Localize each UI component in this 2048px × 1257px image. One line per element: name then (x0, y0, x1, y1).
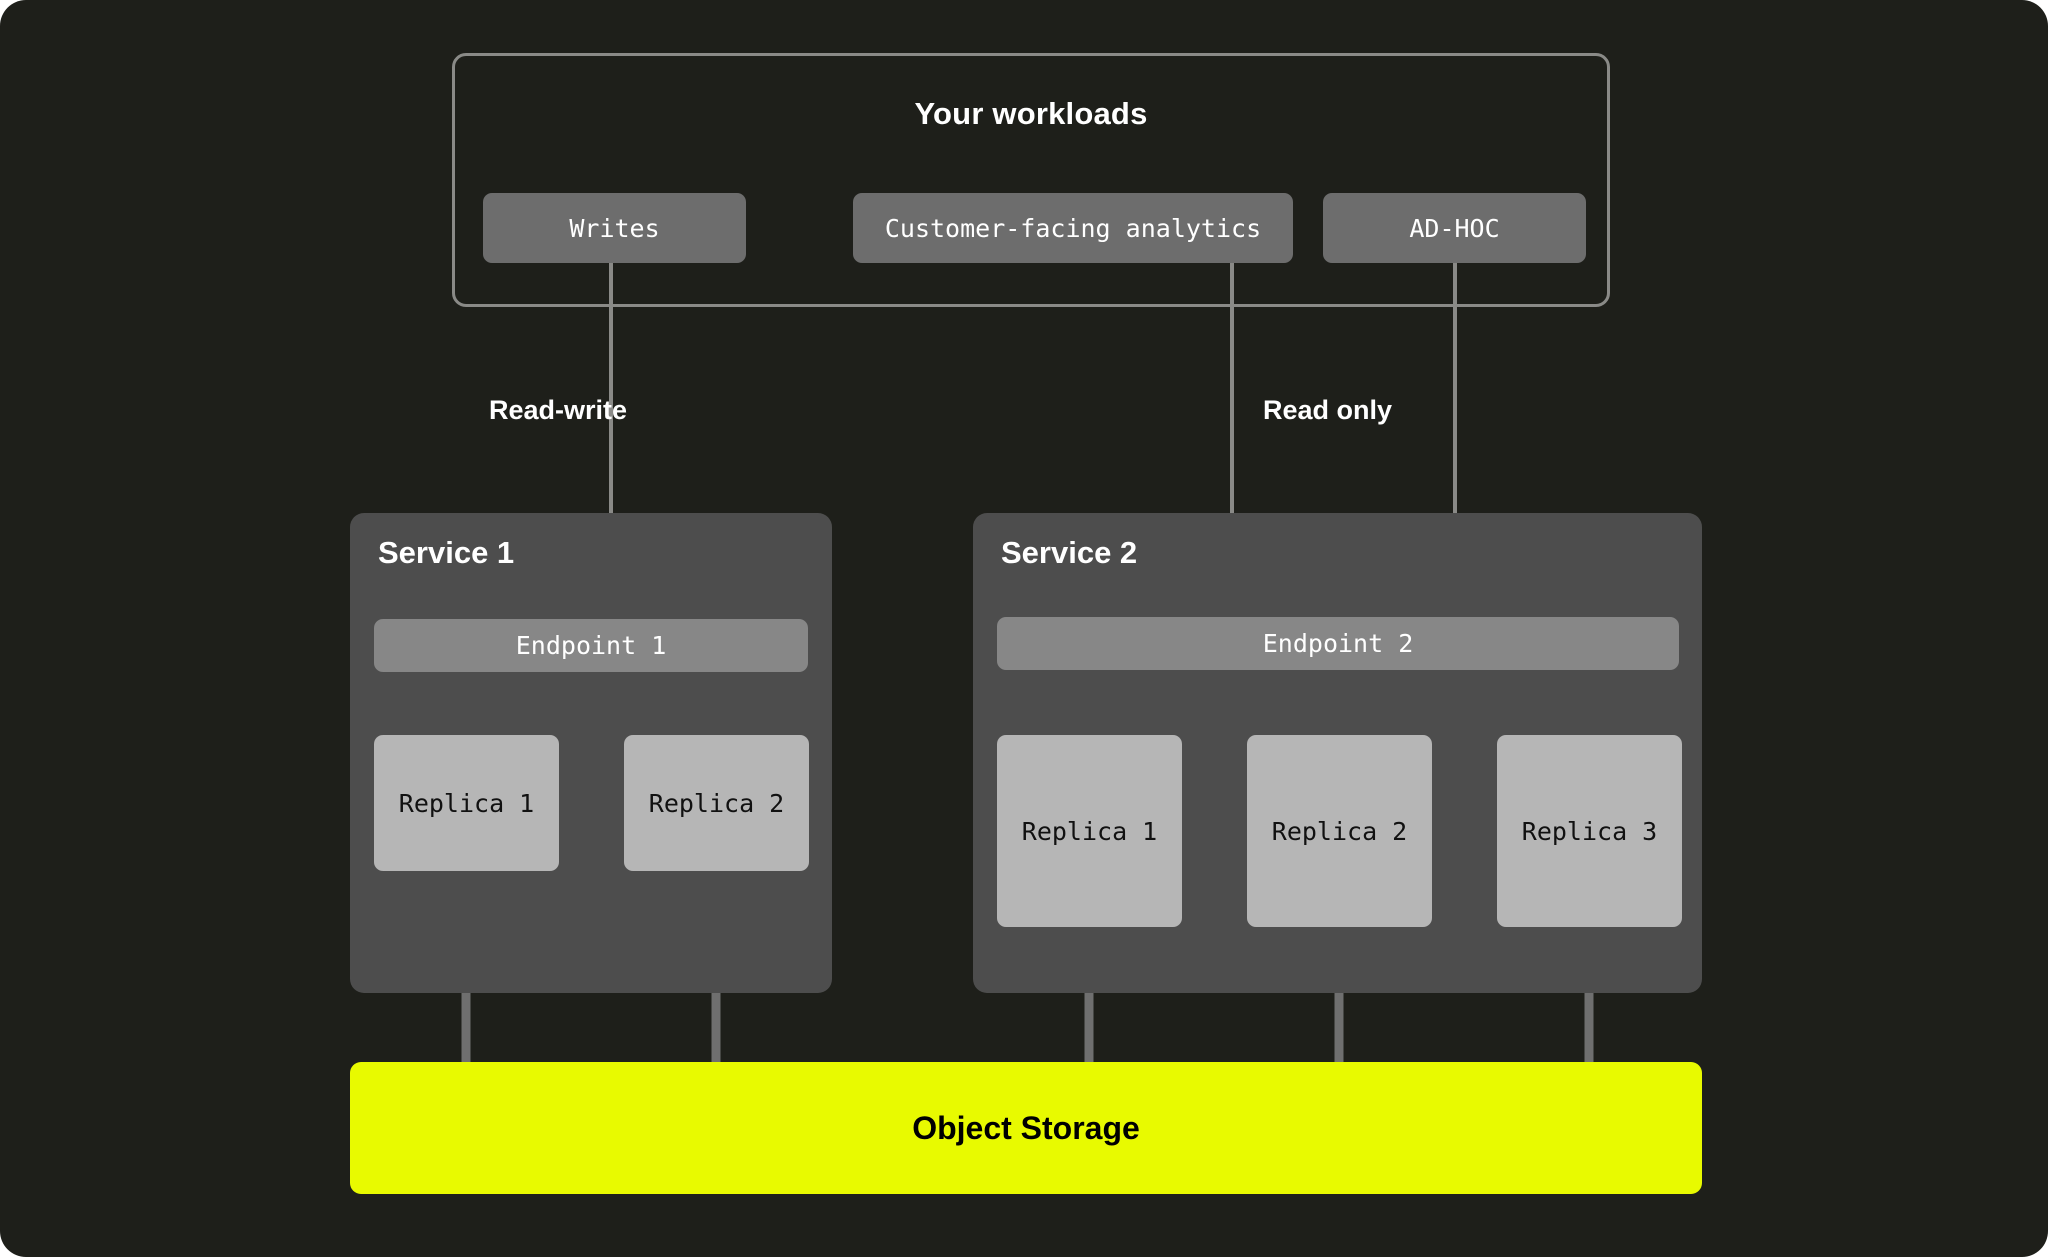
endpoint-1-box[interactable]: Endpoint 1 (374, 619, 808, 672)
service-2-title: Service 2 (1001, 535, 1138, 570)
service-1-replica-2[interactable]: Replica 2 (624, 735, 809, 871)
service-2-replica-3[interactable]: Replica 3 (1497, 735, 1682, 927)
workload-box-writes[interactable]: Writes (483, 193, 746, 263)
endpoint-2-box[interactable]: Endpoint 2 (997, 617, 1679, 670)
object-storage-bar[interactable]: Object Storage (350, 1062, 1702, 1194)
service-2-replica-2[interactable]: Replica 2 (1247, 735, 1432, 927)
edge-label-read-only: Read only (1263, 395, 1393, 425)
service-1-title: Service 1 (378, 535, 515, 570)
service-2-panel: Service 2 Endpoint 2 Replica 1 Replica 2… (973, 513, 1702, 993)
edge-label-read-write: Read-write (489, 395, 628, 425)
workloads-panel: Your workloads Writes Customer-facing an… (452, 53, 1610, 307)
workload-box-ad-hoc[interactable]: AD-HOC (1323, 193, 1586, 263)
workload-box-customer-facing-analytics[interactable]: Customer-facing analytics (853, 193, 1293, 263)
workload-box-row: Writes Customer-facing analytics AD-HOC (455, 193, 1607, 263)
service-1-panel: Service 1 Endpoint 1 Replica 1 Replica 2 (350, 513, 832, 993)
service-2-replica-1[interactable]: Replica 1 (997, 735, 1182, 927)
workloads-panel-title: Your workloads (914, 96, 1148, 131)
service-1-replica-1[interactable]: Replica 1 (374, 735, 559, 871)
